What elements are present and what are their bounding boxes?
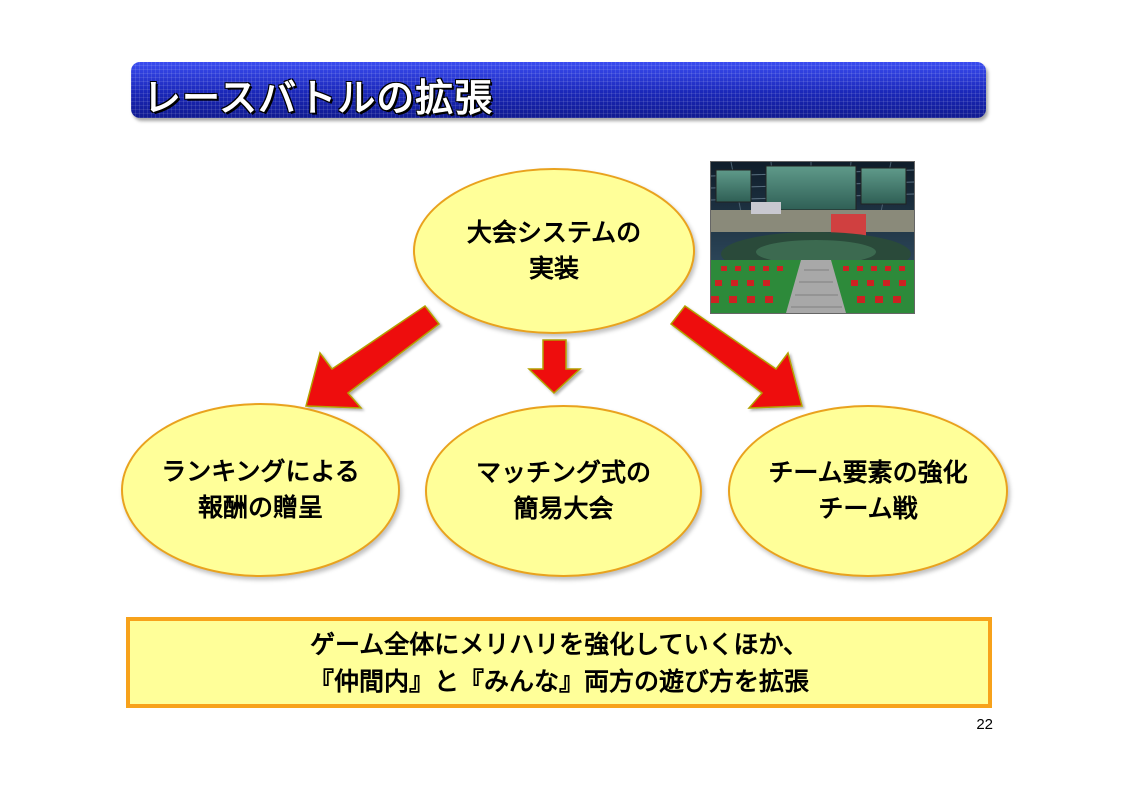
node-tournament-system: 大会システムの 実装 (413, 168, 695, 334)
node-team-battle: チーム要素の強化 チーム戦 (728, 405, 1008, 577)
node-text-line: 簡易大会 (513, 494, 614, 523)
node-text-line: チーム要素の強化 (768, 458, 968, 487)
node-text-line: 大会システムの (466, 218, 642, 247)
node-text-line: 実装 (528, 254, 579, 283)
arrow-right (669, 304, 803, 409)
title-banner: レースバトルの拡張 (131, 62, 986, 120)
arrow-down (527, 339, 582, 395)
arrow-left (305, 304, 441, 409)
node-text-line: ランキングによる (161, 457, 360, 486)
page-number: 22 (976, 716, 993, 733)
summary-text-line: 『仲間内』と『みんな』両方の遊び方を拡張 (308, 666, 809, 696)
summary-box: ゲーム全体にメリハリを強化していくほか、 『仲間内』と『みんな』両方の遊び方を拡… (126, 617, 992, 708)
summary-text-line: ゲーム全体にメリハリを強化していくほか、 (309, 629, 808, 659)
node-matching-tournament: マッチング式の 簡易大会 (425, 405, 702, 577)
node-text-line: チーム戦 (818, 494, 918, 523)
node-text-line: 報酬の贈呈 (197, 493, 323, 522)
stadium-screenshot-image (710, 161, 915, 314)
node-text-line: マッチング式の (475, 458, 651, 487)
slide-title: レースバトルの拡張 (143, 76, 494, 120)
node-ranking-rewards: ランキングによる 報酬の贈呈 (121, 403, 400, 577)
